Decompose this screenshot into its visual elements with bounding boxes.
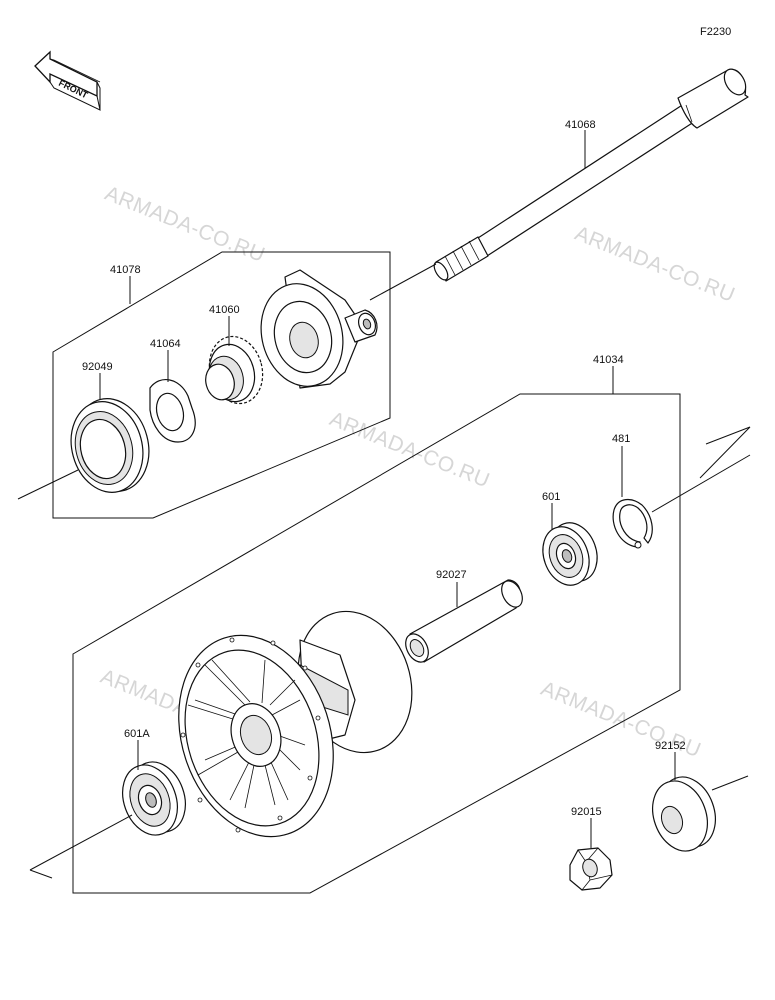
part-label-92027: 92027 — [436, 569, 467, 581]
wheel-hub — [178, 610, 413, 838]
watermark: ARMADA-CO.RU — [572, 222, 739, 307]
group-outline-41034 — [72, 393, 681, 894]
part-label-41068: 41068 — [565, 119, 596, 131]
axle-centerline — [29, 869, 53, 879]
axle-centerline — [711, 775, 749, 791]
speedometer-gear — [205, 335, 264, 405]
part-label-601a: 601A — [124, 728, 150, 740]
axle — [369, 68, 749, 301]
part-label-92152: 92152 — [655, 740, 686, 752]
svg-text:ARMADA-CO.RU: ARMADA-CO.RU — [326, 407, 493, 492]
part-label-41060: 41060 — [209, 304, 240, 316]
speedometer-housing — [260, 269, 378, 389]
circlip — [612, 499, 653, 549]
svg-text:ARMADA-CO.RU: ARMADA-CO.RU — [572, 222, 739, 307]
ball-bearing — [542, 522, 598, 586]
figure-code: F2230 — [700, 26, 731, 38]
group-outline-41078 — [52, 251, 391, 519]
watermark: ARMADA-CO.RU — [326, 407, 493, 492]
retainer — [149, 379, 196, 443]
front-arrow-icon: FRONT — [34, 50, 101, 111]
oil-seal — [70, 398, 150, 493]
part-label-41064: 41064 — [150, 338, 181, 350]
axle-centerline — [699, 426, 751, 479]
axle-centerline — [17, 469, 79, 500]
svg-text:ARMADA-CO.RU: ARMADA-CO.RU — [102, 182, 269, 267]
part-label-41034: 41034 — [593, 354, 624, 366]
axle-centerline — [651, 454, 751, 513]
part-label-92049: 92049 — [82, 361, 113, 373]
ball-bearing — [122, 761, 186, 836]
watermark: ARMADA-CO.RU — [102, 182, 269, 267]
axle-centerline — [29, 814, 133, 871]
part-label-92015: 92015 — [571, 806, 602, 818]
part-label-41078: 41078 — [110, 264, 141, 276]
spacer-tube — [405, 579, 523, 663]
part-label-601: 601 — [542, 491, 560, 503]
hex-nut — [569, 847, 613, 891]
collar — [652, 776, 716, 852]
part-label-481: 481 — [612, 433, 630, 445]
